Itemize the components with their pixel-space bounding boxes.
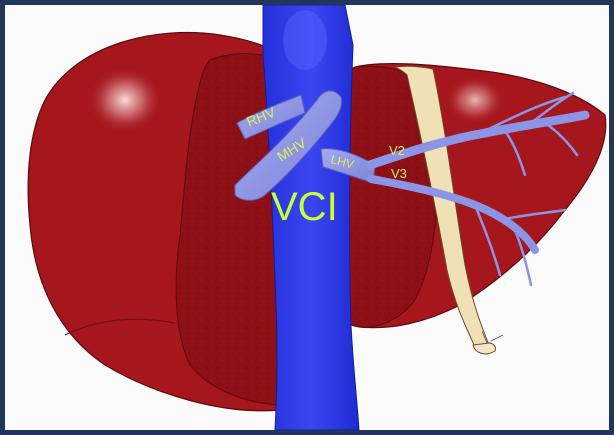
liver-left-lobe-highlight [445, 76, 505, 124]
v2-label: V2 [389, 143, 405, 158]
vci-label: VCI [271, 185, 338, 229]
liver-right-lobe-highlight [87, 66, 163, 134]
round-ligament-tip [473, 343, 496, 354]
v3-label: V3 [391, 166, 407, 181]
liver-right-lobe [28, 33, 280, 411]
liver-anatomy-diagram: RHV MHV LHV V2 V3 VCI [5, 5, 609, 430]
ivc-highlight [283, 10, 327, 70]
